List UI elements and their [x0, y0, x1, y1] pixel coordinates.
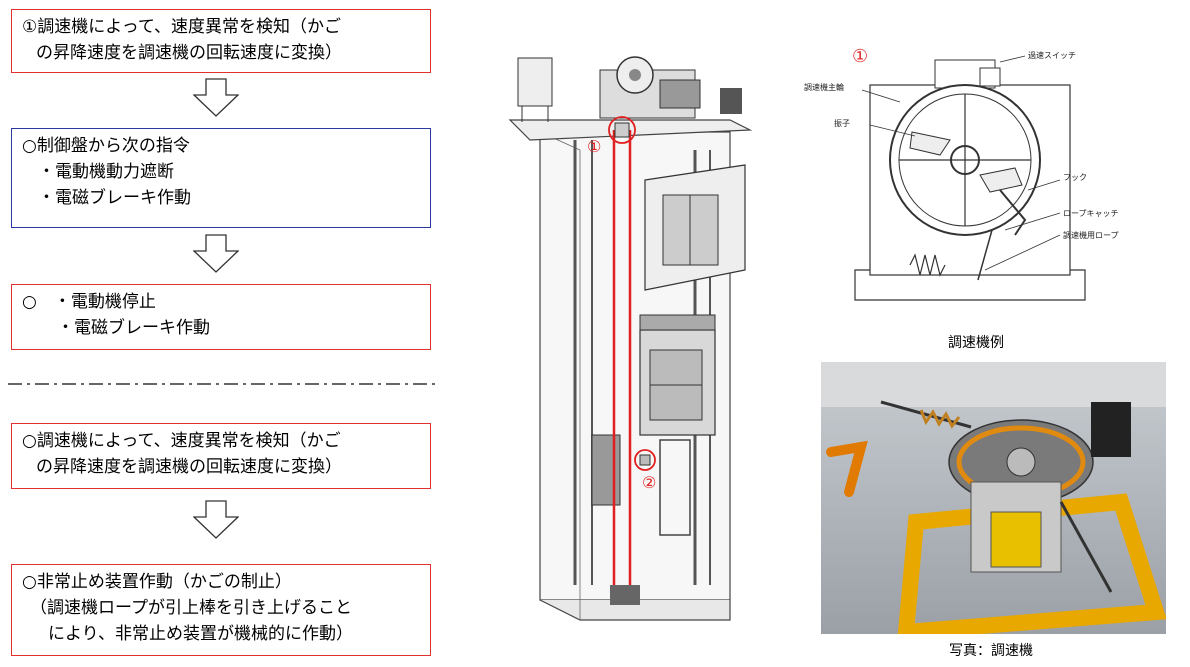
step-1-line-1: ①調速機によって、速度異常を検知（かご: [22, 17, 342, 37]
governor-diagram-caption: 調速機例: [948, 335, 1004, 351]
step-box-4: ○調速機によって、速度異常を検知（かご の昇降速度を調速機の回転速度に変換）: [11, 423, 431, 489]
step-box-2: ○制御盤から次の指令 ・電動機動力遮断 ・電磁ブレーキ作動: [11, 128, 431, 228]
step-3-line-1: ○ ・電動機停止: [22, 292, 156, 312]
governor-marker-1: ①: [587, 137, 601, 156]
label-governor-rope: 調速機用ロープ: [1063, 230, 1119, 240]
step-4-line-1: ○調速機によって、速度異常を検知（かご: [22, 431, 341, 451]
label-main-sheave: 調速機主輪: [804, 82, 844, 92]
step-box-5: ○非常止め装置作動（かごの制止） （調速機ロープが引上棒を引き上げること により…: [11, 564, 431, 656]
label-flyweight: 振子: [834, 118, 850, 128]
step-1-line-2: の昇降速度を調速機の回転速度に変換）: [36, 43, 342, 63]
photo-caption: 写真：調速機: [949, 643, 1033, 659]
step-box-1: ①調速機によって、速度異常を検知（かご の昇降速度を調速機の回転速度に変換）: [11, 9, 431, 73]
step-2-line-1: ○制御盤から次の指令: [22, 136, 190, 156]
governor-photo: [821, 362, 1166, 634]
label-rope-catch: ロープキャッチ: [1063, 209, 1119, 218]
step-5-line-1: ○非常止め装置作動（かごの制止）: [22, 572, 292, 592]
safety-gear-marker-2: ②: [642, 473, 656, 492]
down-arrow-icon: [193, 78, 239, 117]
step-4-line-2: の昇降速度を調速機の回転速度に変換）: [36, 457, 342, 477]
step-5-line-2: （調速機ロープが引上棒を引き上げること: [30, 598, 352, 618]
down-arrow-icon: [193, 234, 239, 273]
governor-diagram-marker: ①: [852, 46, 868, 67]
step-3-line-2: ・電磁ブレーキ作動: [57, 318, 210, 338]
elevator-shaft-illustration: ① ②: [508, 56, 753, 621]
dash-dot-separator: [8, 383, 438, 385]
step-5-line-3: により、非常止め装置が機械的に作動）: [48, 624, 353, 644]
step-box-3: ○ ・電動機停止 ・電磁ブレーキ作動: [11, 284, 431, 350]
governor-schematic: ① 過速スイッチ 調速機主輪 振子 フック ロープキャッチ 調速機用ロープ: [804, 46, 1119, 301]
step-2-line-3: ・電磁ブレーキ作動: [38, 188, 191, 208]
label-overspeed-switch: 過速スイッチ: [1028, 50, 1076, 60]
step-2-line-2: ・電動機動力遮断: [38, 162, 174, 182]
down-arrow-icon: [193, 500, 239, 539]
label-hook: フック: [1063, 173, 1087, 182]
